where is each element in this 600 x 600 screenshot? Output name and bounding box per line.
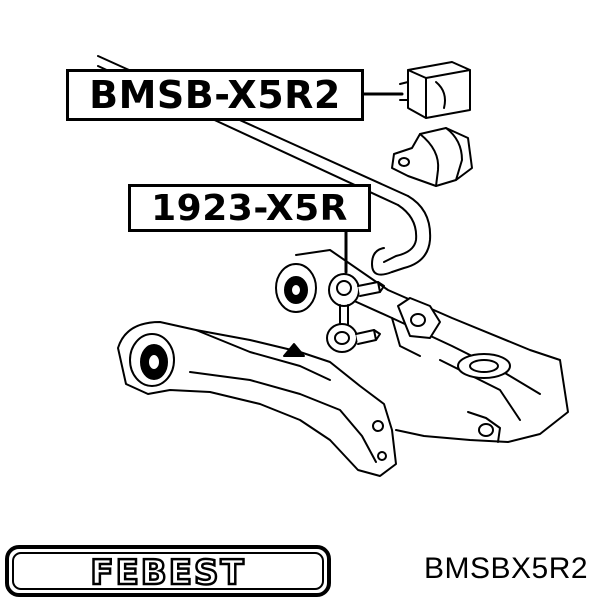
part-label-bushing: BMSB-X5R2 xyxy=(66,69,364,121)
stabilizer-link xyxy=(326,273,385,353)
logo-wordmark: FEBEST xyxy=(90,553,245,593)
part-label-link: 1923-X5R xyxy=(128,184,371,232)
arm-bushing-mount xyxy=(275,263,317,313)
part-number: BMSBX5R2 xyxy=(424,552,589,585)
bushing-bracket xyxy=(391,127,473,187)
febest-logo: FEBEST xyxy=(5,545,331,597)
bushing-upper xyxy=(399,61,471,119)
lower-control-arm xyxy=(117,321,397,477)
subframe xyxy=(295,249,569,443)
